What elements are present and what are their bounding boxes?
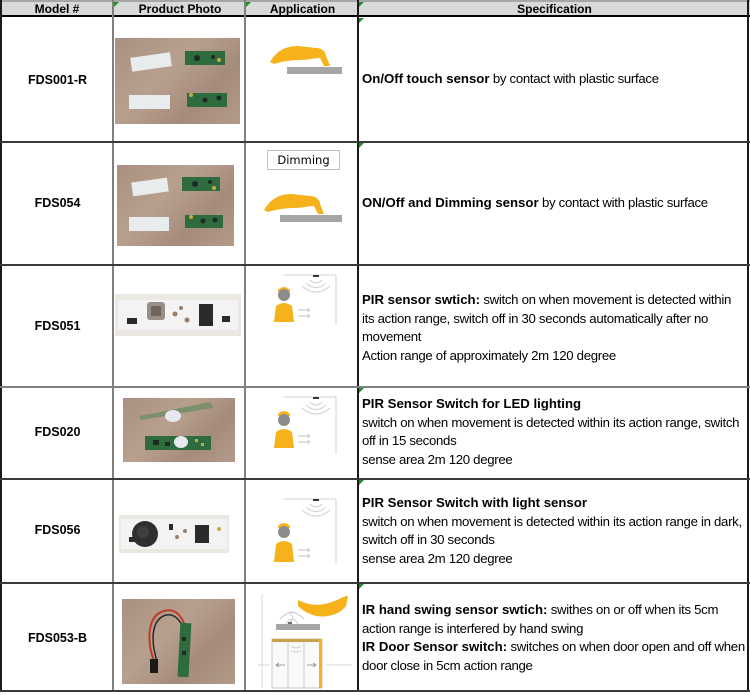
specification-text: IR hand swing sensor swtich: swithes on … bbox=[362, 601, 746, 675]
grid-line bbox=[747, 0, 749, 692]
hand-swing-and-door-sensor-icon bbox=[258, 592, 353, 690]
spec-title: ON/Off and Dimming sensor bbox=[362, 195, 539, 210]
ir-sensor-board-with-cable-photo bbox=[122, 599, 235, 684]
spec-description: sense area 2m 120 degree bbox=[362, 451, 513, 467]
comment-marker-icon bbox=[359, 18, 364, 23]
header-specification: Specification bbox=[359, 0, 750, 17]
spec-description: switch on when movement is detected with… bbox=[362, 513, 742, 548]
pir-led-sensor-board-photo bbox=[123, 398, 235, 462]
model-number: FDS051 bbox=[34, 319, 81, 333]
spec-description: sense area 2m 120 degree bbox=[362, 550, 513, 566]
pir-light-sensor-board-photo bbox=[119, 515, 229, 553]
model-number: FDS001-R bbox=[27, 73, 88, 87]
comment-marker-icon bbox=[359, 388, 364, 393]
comment-marker-icon bbox=[114, 2, 119, 7]
specification-text: PIR Sensor Switch for LED lighting switc… bbox=[362, 395, 746, 469]
comment-marker-icon bbox=[359, 480, 364, 485]
dimming-touch-sensor-boards-photo bbox=[117, 165, 234, 246]
header-application: Application bbox=[246, 0, 359, 17]
grid-line bbox=[0, 690, 750, 692]
model-number: FDS054 bbox=[34, 196, 81, 210]
spec-description: by contact with plastic surface bbox=[489, 71, 659, 86]
spec-title: PIR Sensor Switch for LED lighting bbox=[362, 396, 582, 411]
grid-line bbox=[0, 582, 750, 584]
grid-line bbox=[0, 0, 2, 692]
grid-line bbox=[0, 386, 750, 388]
spec-description: switches on when door open and off when … bbox=[362, 639, 745, 673]
comment-marker-icon bbox=[359, 143, 364, 148]
specification-text: PIR Sensor Switch with light sensor swit… bbox=[362, 494, 746, 568]
comment-marker-icon bbox=[359, 2, 364, 7]
spec-title: On/Off touch sensor bbox=[362, 71, 490, 86]
spec-description: swithes on or off when its 5cm action ra… bbox=[362, 602, 719, 636]
header-product-photo: Product Photo bbox=[114, 0, 246, 17]
grid-line bbox=[357, 0, 359, 692]
model-number: FDS020 bbox=[34, 425, 81, 439]
spec-description: switch on when movement is detected with… bbox=[362, 292, 731, 344]
grid-line bbox=[0, 141, 750, 143]
specification-text: ON/Off and Dimming sensor by contact wit… bbox=[362, 194, 746, 213]
pir-sensor-board-photo bbox=[115, 294, 241, 336]
spec-title: PIR Sensor Switch with light sensor bbox=[362, 495, 587, 510]
hand-touch-surface-icon bbox=[268, 40, 348, 80]
comment-marker-icon bbox=[359, 584, 364, 589]
pir-person-motion-icon bbox=[270, 494, 340, 566]
model-number: FDS056 bbox=[34, 523, 81, 537]
specification-text: On/Off touch sensor by contact with plas… bbox=[362, 70, 746, 89]
spec-description: Action range of approximately 2m 120 deg… bbox=[362, 347, 616, 363]
spec-title: IR Door Sensor switch: bbox=[362, 639, 508, 654]
spec-title: IR hand swing sensor swtich: bbox=[362, 602, 548, 617]
grid-line bbox=[112, 0, 114, 692]
comment-marker-icon bbox=[246, 2, 251, 7]
specification-text: PIR sensor swtich: switch on when moveme… bbox=[362, 291, 746, 365]
header-model: Model # bbox=[0, 0, 114, 17]
spec-description: switch on when movement is detected with… bbox=[362, 414, 740, 449]
dimming-label: Dimming bbox=[267, 150, 340, 170]
pir-person-motion-icon bbox=[270, 392, 340, 456]
model-number: FDS053-B bbox=[27, 631, 88, 645]
grid-line bbox=[0, 478, 750, 480]
grid-line bbox=[0, 264, 750, 266]
pir-person-motion-icon bbox=[270, 270, 340, 334]
spec-title: PIR sensor swtich: bbox=[362, 292, 480, 307]
touch-sensor-boards-photo bbox=[115, 38, 240, 124]
grid-line bbox=[244, 0, 246, 692]
hand-touch-surface-icon bbox=[262, 190, 342, 226]
spec-description: by contact with plastic surface bbox=[538, 195, 708, 210]
